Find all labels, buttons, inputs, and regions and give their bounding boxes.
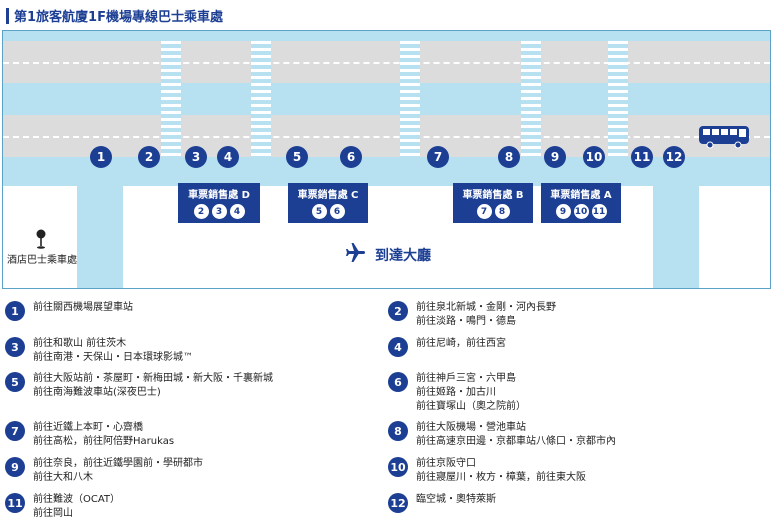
legend-destination: 前往姬路・加古川 [416,387,496,398]
legend-destination: 前往大和八木 [33,472,93,483]
legend-destination: 臨空城・奧特萊斯 [416,494,496,505]
page-header: 第1旅客航廈1F機場專線巴士乘車處 [0,0,772,30]
map-pin-icon [35,229,47,253]
legend-destination: 前往尼崎，前往西宮 [416,338,506,349]
terminal-map: 1 2 3 4 5 6 7 8 9 10 11 12 車票銷售處 D 2 3 4… [2,30,771,289]
bus-stop-marker: 10 [583,146,605,168]
legend-destination: 前往泉北新城・金剛・河內長野 [416,302,556,313]
legend-stop-number: 11 [5,493,25,513]
legend-stop-number: 12 [388,493,408,513]
ticket-office-label: 車票銷售處 D [188,190,250,201]
ticket-office-label: 車票銷售處 B [462,190,524,201]
ticket-stop-badge: 4 [229,204,245,219]
legend-stop-number: 3 [5,337,25,357]
crosswalk [608,41,628,157]
bus-stop-marker: 1 [90,146,112,168]
hotel-bus-label: 酒店巴士乘車處 [7,255,77,266]
legend-stop-number: 8 [388,421,408,441]
ticket-stop-badge: 2 [193,204,209,219]
ticket-office-label: 車票銷售處 A [550,190,612,201]
bus-stop-marker: 3 [185,146,207,168]
bus-stop-marker: 11 [631,146,653,168]
arrival-hall-label: 到達大廳 [375,248,431,264]
bus-stop-marker: 2 [138,146,160,168]
bus-stop-marker: 6 [340,146,362,168]
legend-destination: 前往南港・天保山・日本環球影城™ [33,352,193,363]
upper-road [3,41,770,83]
ticket-stop-badge: 7 [476,204,492,219]
lower-lane-divider [3,136,770,138]
arrival-hall: 到達大廳 [343,241,431,269]
legend-destination: 前往大阪站前・茶屋町・新梅田城・新大阪・千裏新城 [33,373,273,384]
ticket-stop-badge: 8 [494,204,510,219]
ticket-stop-badge: 5 [311,204,327,219]
legend-destination: 前往京阪守口 [416,458,476,469]
crosswalk [521,41,541,157]
bus-stop-marker: 12 [663,146,685,168]
bus-stop-marker: 8 [498,146,520,168]
legend-destination: 前往和歌山 前往茨木 [33,338,127,349]
upper-lane-divider [3,62,770,64]
legend-destination: 前往神戶三宮・六甲島 [416,373,516,384]
legend-destination: 前往寶塚山（奧之院前） [416,401,526,412]
legend-destination: 前往南海難波車站(深夜巴士) [33,387,161,398]
crosswalk [400,41,420,157]
lower-road [3,115,770,157]
legend-stop-number: 5 [5,372,25,392]
ticket-office-label: 車票銷售處 C [297,190,359,201]
page-title: 第1旅客航廈1F機場專線巴士乘車處 [14,10,223,25]
ticket-office-b: 車票銷售處 B 7 8 [453,183,533,223]
title-accent-bar [6,8,9,24]
legend-destination: 前往近鐵上本町・心齋橋 [33,422,143,433]
legend-stop-number: 2 [388,301,408,321]
bus-icon [698,125,750,153]
legend-destination: 前往寢屋川・枚方・樟葉，前往東大阪 [416,472,586,483]
legend-stop-number: 6 [388,372,408,392]
ticket-office-c: 車票銷售處 C 5 6 [288,183,368,223]
ticket-office-a: 車票銷售處 A 9 10 11 [541,183,621,223]
bus-stop-marker: 5 [286,146,308,168]
bus-stop-marker: 4 [217,146,239,168]
legend-destination: 前往奈良，前往近鐵學園前・學研都市 [33,458,203,469]
ticket-stop-badge: 3 [211,204,227,219]
outside-area [699,186,770,288]
legend-destination: 前往高速京田邊・京都車站八條口・京都市內 [416,436,616,447]
legend-destination: 前往大阪機場・營池車站 [416,422,526,433]
legend-destination: 前往難波（OCAT） [33,494,121,505]
ticket-stop-badge: 9 [555,204,571,219]
ticket-office-d: 車票銷售處 D 2 3 4 [178,183,260,223]
legend-destination: 前往岡山 [33,508,73,519]
legend-destination: 前往淡路・鳴門・德島 [416,316,516,327]
bus-stop-marker: 7 [427,146,449,168]
legend-destination: 前往關西機場展望車站 [33,302,133,313]
airplane-icon [343,241,367,269]
crosswalk [251,41,271,157]
bus-stop-marker: 9 [544,146,566,168]
legend-destination: 前往高松，前往阿倍野Harukas [33,436,175,447]
ticket-stop-badge: 10 [573,204,589,219]
crosswalk [161,41,181,157]
legend-stop-number: 10 [388,457,408,477]
ticket-stop-badge: 11 [591,204,607,219]
legend-stop-number: 4 [388,337,408,357]
legend-stop-number: 1 [5,301,25,321]
ticket-stop-badge: 6 [329,204,345,219]
legend-stop-number: 9 [5,457,25,477]
legend-stop-number: 7 [5,421,25,441]
